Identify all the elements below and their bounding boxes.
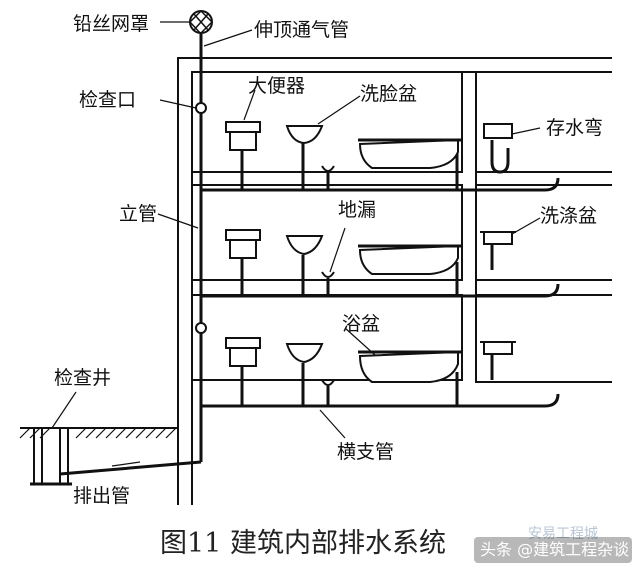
label-floor-drain: 地漏 <box>338 199 376 221</box>
label-riser: 立管 <box>119 203 157 225</box>
fixtures-floor-3 <box>225 121 513 172</box>
ground <box>19 427 178 439</box>
label-inspection-well: 检查井 <box>54 367 111 389</box>
figure-caption: 图11 建筑内部排水系统 <box>160 528 446 559</box>
label-cleanout: 检查口 <box>79 89 136 111</box>
label-toilet: 大便器 <box>248 75 305 97</box>
outlet-pipe <box>59 460 202 476</box>
watermark-faint-text: 安易工程城 <box>528 526 598 542</box>
label-outlet-pipe: 排出管 <box>73 485 130 507</box>
leader-lines <box>51 21 541 467</box>
inspection-well <box>30 427 72 486</box>
label-vent-stack: 伸顶通气管 <box>254 19 349 41</box>
fixtures-floor-1 <box>225 337 516 386</box>
label-branch-pipe: 横支管 <box>337 441 394 463</box>
watermark-text: 头条 @建筑工程杂谈 <box>480 540 629 559</box>
watermark: 安易工程城 头条 @建筑工程杂谈 <box>474 526 632 563</box>
label-sink: 洗涤盆 <box>540 205 597 227</box>
label-bathtub: 浴盆 <box>342 313 380 335</box>
fixtures-floor-2 <box>225 229 516 278</box>
label-trap: 存水弯 <box>546 117 603 139</box>
label-washbasin: 洗脸盆 <box>360 83 417 105</box>
wire-mesh-cover-icon <box>189 10 213 35</box>
label-wire-mesh-cover: 铅丝网罩 <box>73 13 149 35</box>
